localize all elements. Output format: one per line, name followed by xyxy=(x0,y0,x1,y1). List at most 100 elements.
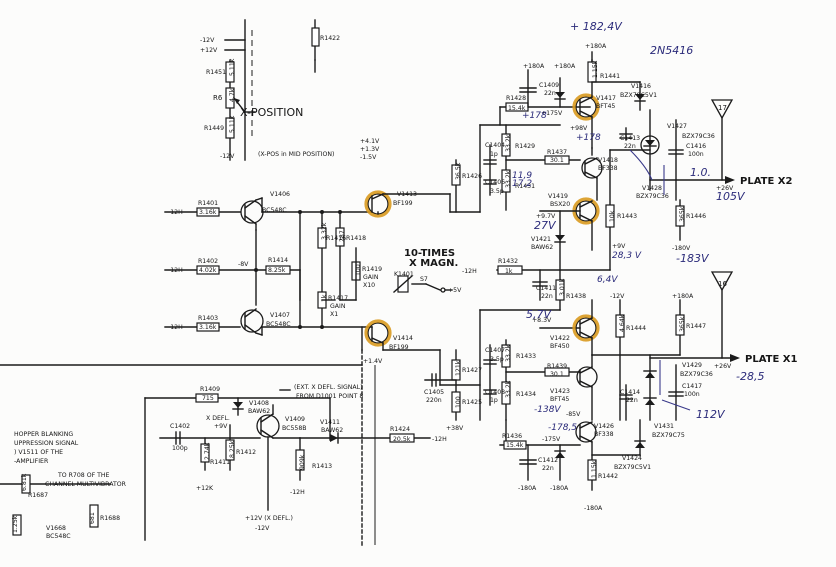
label-r1437v: 30.1 xyxy=(550,157,564,164)
label-c1408v: 1p xyxy=(490,397,498,404)
label-r1442: R1442 xyxy=(598,473,618,480)
label-p180a-4: +180A xyxy=(672,293,694,300)
label-v1427t: BZX79C36 xyxy=(682,133,715,140)
label-r1417-gain: GAIN xyxy=(330,303,346,310)
label-m12h-2: -12H xyxy=(168,267,183,274)
input-stage xyxy=(164,197,373,336)
label-r1419-x10: X10 xyxy=(363,282,375,289)
label-r1419: R1419 xyxy=(362,266,382,273)
label-r1417: R1417 xyxy=(328,295,348,302)
label-p41v: +4.1V xyxy=(360,138,380,145)
label-ext-x-defl: (EXT. X DEFL. SIGNAL) xyxy=(294,384,363,391)
label-r1425v: 100 xyxy=(455,396,462,408)
hand-172: 17,2 xyxy=(512,179,532,189)
label-r1419v: 100 xyxy=(355,264,362,276)
hand-178: +178 xyxy=(522,111,547,121)
hand-98: +178 xyxy=(576,133,601,143)
label-p175v: +175V xyxy=(541,110,563,117)
label-r1402v: 4.02k xyxy=(199,267,217,274)
label-v1431t: BZX79C75 xyxy=(652,432,685,439)
cascode-stage xyxy=(361,190,481,546)
label-v1408: V1408 xyxy=(249,400,269,407)
label-r1417-x1: X1 xyxy=(330,311,338,318)
label-m12h-1: -12H xyxy=(168,209,183,216)
label-v1406t: BC548C xyxy=(262,207,287,214)
label-x-defl: X DEFL. xyxy=(206,415,230,422)
label-v1418t: BF338 xyxy=(598,165,618,172)
label-p9v-defl: +9V xyxy=(214,423,228,430)
label-m85v: -85V xyxy=(566,411,581,418)
label-v1409t: BC558B xyxy=(282,425,307,432)
label-v1422: V1422 xyxy=(550,335,570,342)
label-v1414: V1414 xyxy=(393,335,413,342)
label-r1434: R1434 xyxy=(516,391,536,398)
label-m180v: -180V xyxy=(672,245,691,252)
label-v1407t: BC548C xyxy=(266,321,291,328)
hand-112: 112V xyxy=(696,408,726,421)
label-r6: R6 xyxy=(213,94,223,102)
label-r1422: R1422 xyxy=(320,35,340,42)
label-m12v-top: -12V xyxy=(200,37,215,44)
label-p83v: +8.3V xyxy=(532,317,552,324)
label-s7: S7 xyxy=(420,276,428,283)
label-v1409: V1409 xyxy=(285,416,305,423)
label-r1418: R1418 xyxy=(346,235,366,242)
label-minus12v-bottom: -12V xyxy=(255,525,270,532)
hand-1824: + 182,4V xyxy=(570,20,623,33)
label-r1687v: 6.81k xyxy=(21,473,28,491)
label-v1668: V1668 xyxy=(46,525,66,532)
label-m12h-4: -12H xyxy=(462,268,477,275)
label-p14v: +1.4V xyxy=(363,358,383,365)
label-c1409: C1409 xyxy=(539,82,559,89)
hand-119: 11,9 xyxy=(512,171,532,181)
hand-183: -183V xyxy=(676,252,710,265)
label-r1451v: 5.11k xyxy=(229,58,236,76)
label-c1417: C1417 xyxy=(682,383,702,390)
hand-tick: 1.0. xyxy=(690,166,711,179)
label-p98v: +98V xyxy=(570,125,588,132)
label-v1419: V1419 xyxy=(548,193,568,200)
label-p12v-top: +12V xyxy=(200,47,218,54)
label-v1424: V1424 xyxy=(622,455,642,462)
label-v1424t: BZX79C5V1 xyxy=(614,464,651,471)
label-c1408: C1408 xyxy=(485,389,505,396)
label-c1414v: 22n xyxy=(626,397,638,404)
label-r1426: R1426 xyxy=(462,173,482,180)
label-v1413: V1413 xyxy=(397,191,417,198)
label-v1431: V1431 xyxy=(654,423,674,430)
label-c1404: C1404 xyxy=(485,142,505,149)
label-r1441v: 1.15k xyxy=(592,60,599,78)
label-m180a-1: -180A xyxy=(518,485,537,492)
label-c1406v: 3.5p xyxy=(490,188,504,195)
label-v1417: V1417 xyxy=(596,95,616,102)
upper-output-stage xyxy=(451,51,735,311)
label-v1429: V1429 xyxy=(682,362,702,369)
label-ten-times: 10-TIMES xyxy=(404,248,455,259)
label-x-magn: X MAGN. xyxy=(409,258,458,269)
label-r1401: R1401 xyxy=(198,200,218,207)
label-r1409v: 715 xyxy=(202,395,214,402)
label-v1428t: BZX79C36 xyxy=(636,193,669,200)
label-m8v: -8V xyxy=(238,261,249,268)
hand-57: 5,7V xyxy=(526,308,552,321)
label-c1405: C1405 xyxy=(424,389,444,396)
label-v1417t: BFT45 xyxy=(596,103,615,110)
label-p26v-1: +26V xyxy=(716,185,734,192)
label-node16: 16 xyxy=(718,280,727,288)
label-r1414: R1414 xyxy=(268,257,288,264)
label-r1402: R1402 xyxy=(198,258,218,265)
hand-1785: -178,5 xyxy=(548,423,577,433)
label-m180a-3: -180A xyxy=(584,505,603,512)
label-r1403: R1403 xyxy=(198,315,218,322)
label-r1425: R1425 xyxy=(462,399,482,406)
hand-285: -28,5 xyxy=(736,370,764,383)
label-p97v: +9.7V xyxy=(536,213,556,220)
label-c1402: C1402 xyxy=(170,423,190,430)
label-r1447: R1447 xyxy=(686,323,706,330)
label-r1436: R1436 xyxy=(502,433,522,440)
label-r1443: R1443 xyxy=(617,213,637,220)
label-c1416v: 100n xyxy=(688,151,704,158)
label-x-pos-mid: (X-POS in MID POSITION) xyxy=(258,151,334,158)
label-v1668t: BC548C xyxy=(46,533,71,540)
label-r1449: R1449 xyxy=(204,125,224,132)
